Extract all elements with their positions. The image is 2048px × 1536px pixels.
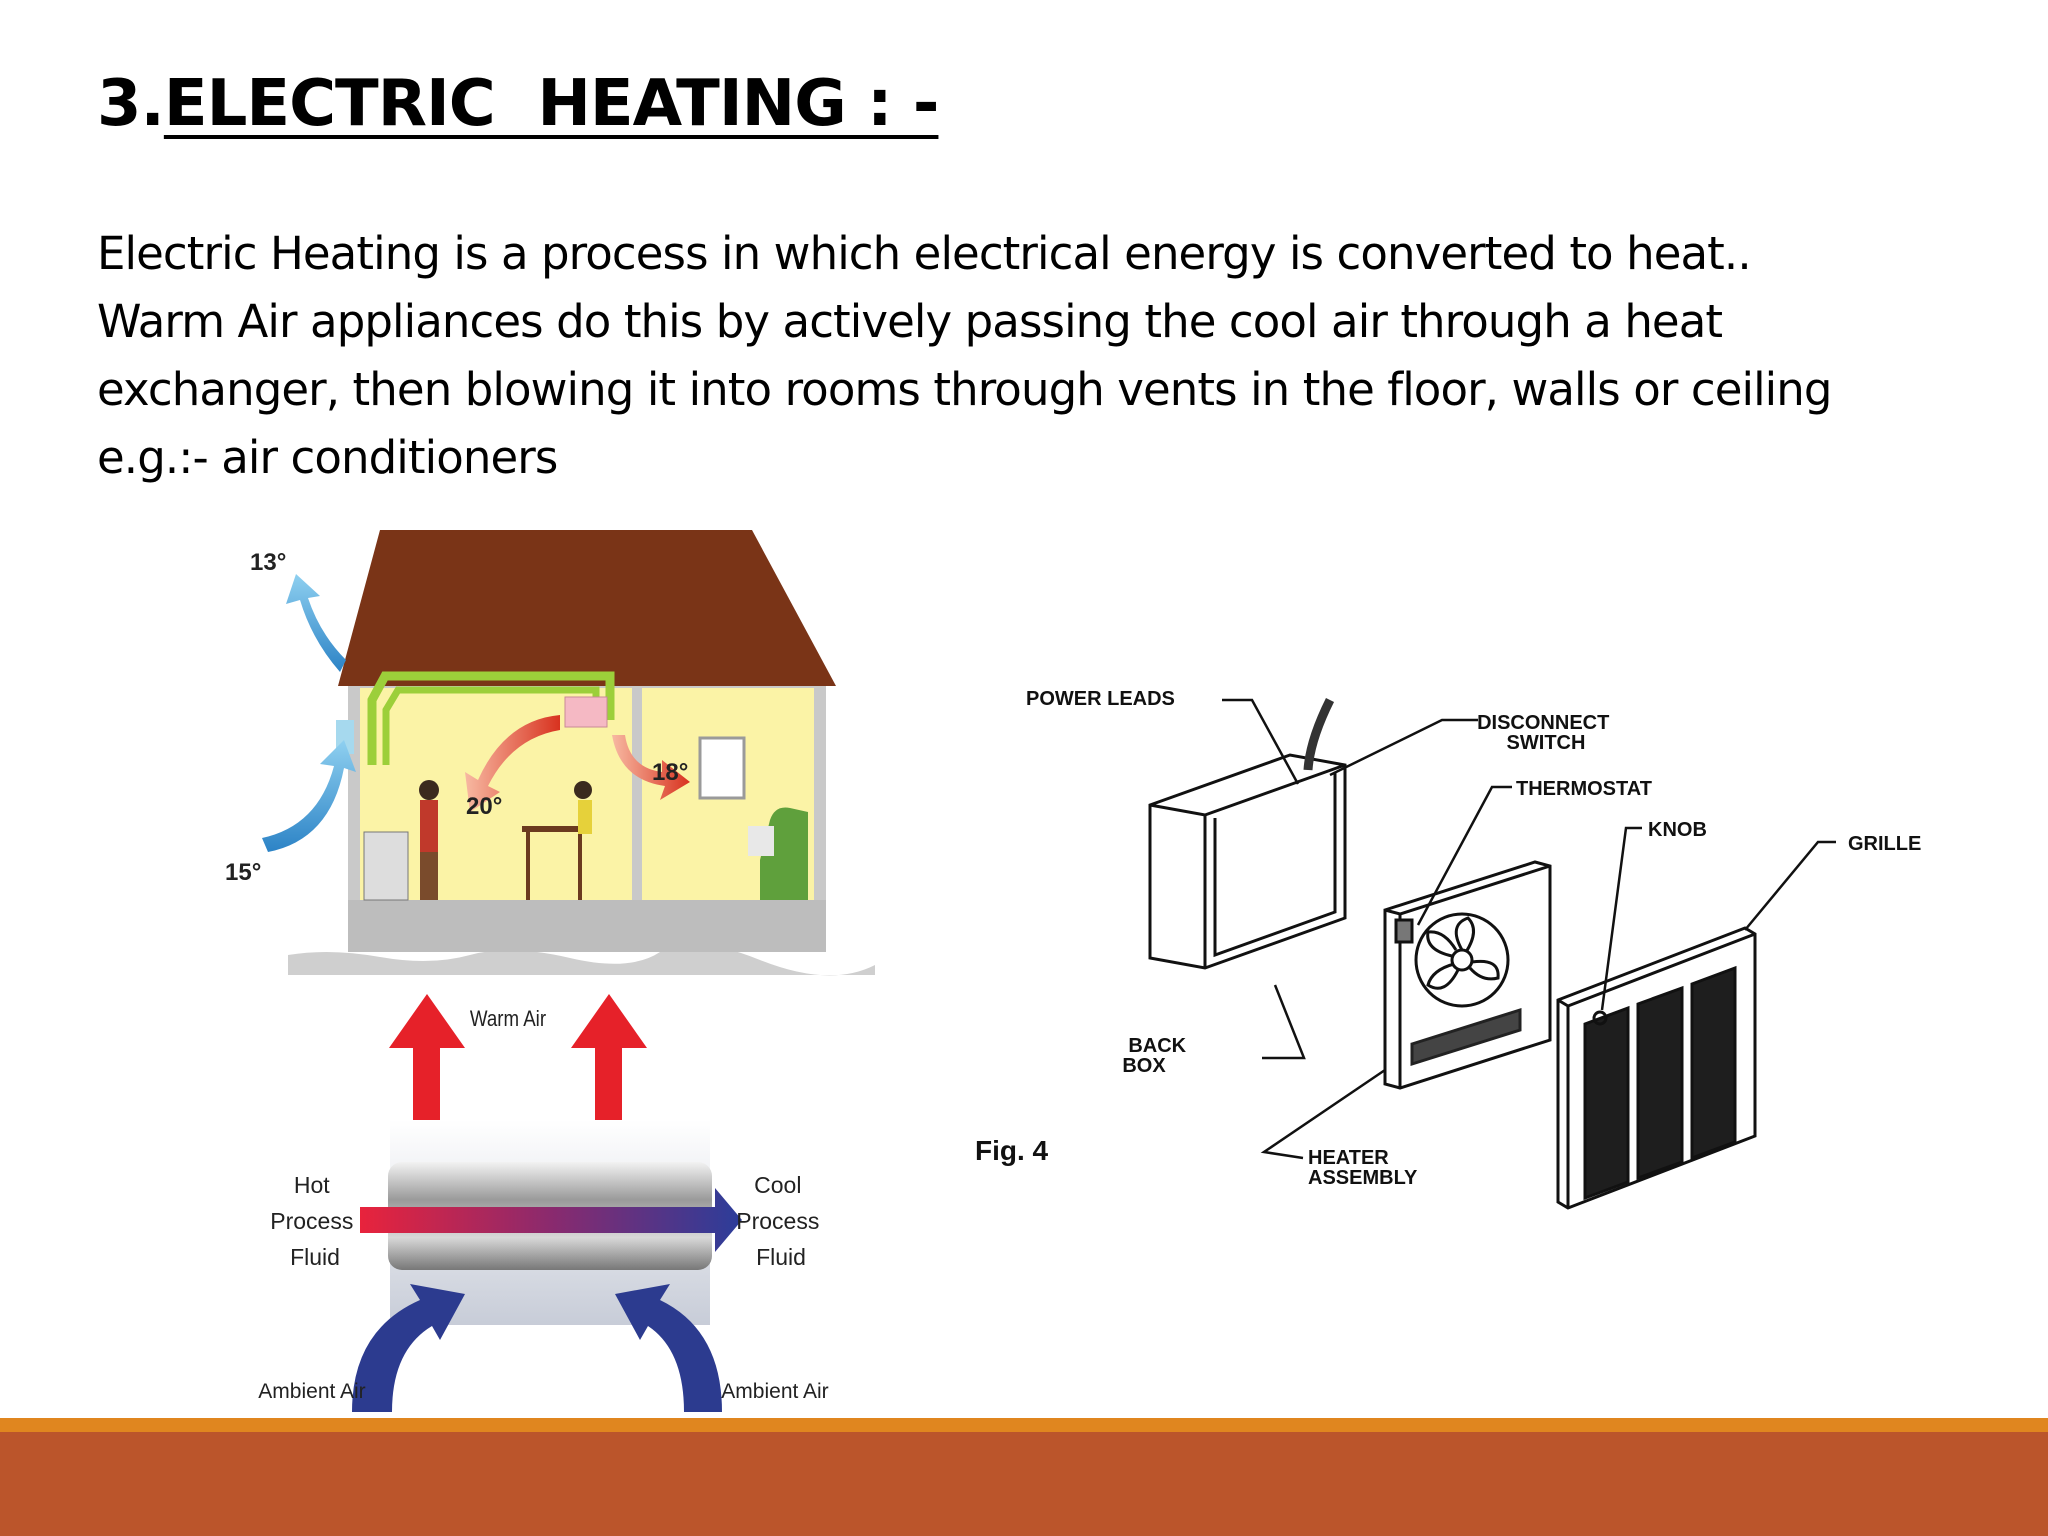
leader-knob	[1600, 826, 1642, 1011]
body-paragraph: Electric Heating is a process in which e…	[97, 220, 1997, 492]
title-text: ELECTRIC HEATING : -	[163, 67, 940, 141]
house-illustration: 13° 15° 20° 18°	[225, 530, 875, 976]
leader-back-box	[1262, 984, 1306, 1060]
back-box-label: BACK BOX	[1122, 1035, 1191, 1077]
leader-thermostat	[1416, 785, 1512, 926]
warm-air-arrow	[571, 994, 647, 1120]
heater-assembly	[1383, 860, 1552, 1090]
temp-outside-bottom: 15°	[225, 859, 261, 886]
knob-label: KNOB	[1648, 819, 1707, 841]
person	[420, 800, 438, 852]
ambient-air-arrow	[352, 1284, 465, 1412]
footer-stripe	[0, 1418, 2048, 1432]
stove	[363, 831, 409, 901]
heater-unit	[564, 696, 608, 728]
cool-fluid-label: Cool Process Fluid	[736, 1172, 825, 1270]
back-box	[1148, 697, 1347, 970]
child	[578, 800, 592, 834]
grille	[1556, 926, 1757, 1210]
power-leads-label: POWER LEADS	[1026, 688, 1175, 710]
temp-room-right: 18°	[652, 759, 688, 786]
cool-air-arrow	[262, 740, 356, 852]
body-line: exchanger, then blowing it into rooms th…	[97, 363, 1832, 416]
leader-heater-assembly	[1260, 1068, 1386, 1160]
disconnect-switch-label: DISCONNECT SWITCH	[1477, 712, 1615, 754]
body-line: Warm Air appliances do this by actively …	[97, 295, 1723, 348]
title-number: 3.	[97, 67, 165, 141]
warm-air-arrow	[389, 994, 465, 1120]
heat-exchanger-illustration: Warm Air Hot Process Fluid Cool Process …	[258, 994, 829, 1412]
cool-air-arrow	[286, 574, 346, 672]
warm-air-label: Warm Air	[470, 1008, 546, 1032]
leader-power-leads	[1222, 698, 1300, 785]
leader-disconnect	[1329, 718, 1478, 777]
fig-label: Fig. 4	[975, 1135, 1049, 1166]
hot-fluid-label: Hot Process Fluid	[270, 1172, 359, 1270]
temp-room-left: 20°	[466, 793, 502, 820]
window	[698, 736, 746, 800]
ambient-air-arrow	[615, 1284, 722, 1412]
air-duct	[367, 671, 615, 765]
temp-outside-top: 13°	[250, 549, 286, 576]
reader	[748, 826, 774, 856]
heater-assembly-label: HEATER ASSEMBLY	[1308, 1147, 1418, 1189]
body-line: Electric Heating is a process in which e…	[97, 227, 1752, 280]
warm-air-arrow	[465, 715, 560, 812]
warm-air-arrow	[612, 735, 690, 800]
ambient-air-right-label: Ambient Air	[721, 1380, 828, 1403]
table	[522, 826, 586, 832]
body-line: e.g.:- air conditioners	[97, 431, 558, 484]
roof	[338, 530, 836, 686]
slide-title: 3.ELECTRIC HEATING : -	[97, 60, 940, 148]
footer-bar	[0, 1432, 2048, 1536]
ambient-air-left-label: Ambient Air	[258, 1380, 365, 1403]
wall-heater-diagram: Fig. 4 POWER LEADS DISCONNECT SWITCH THE…	[975, 688, 1921, 1210]
thermostat-label: THERMOSTAT	[1516, 778, 1652, 800]
process-fluid-arrow	[360, 1188, 742, 1252]
foundation	[348, 900, 826, 952]
grille-label: GRILLE	[1848, 833, 1921, 855]
leader-grille	[1744, 840, 1836, 931]
